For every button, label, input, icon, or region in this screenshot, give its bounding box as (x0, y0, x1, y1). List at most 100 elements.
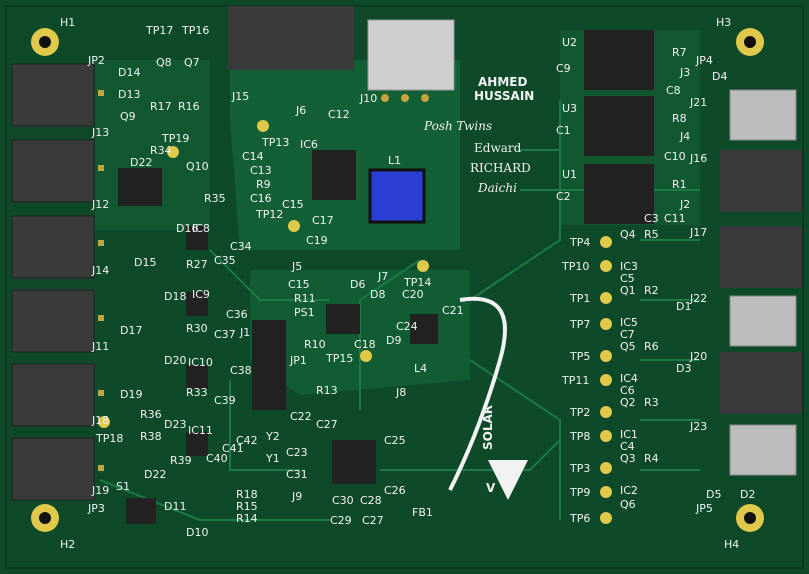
label-jp4: JP4 (695, 54, 713, 67)
label-c34: C34 (230, 240, 252, 253)
label-q2: Q2 (620, 396, 636, 409)
label-j17: J17 (689, 226, 707, 239)
label-c35: C35 (214, 254, 236, 267)
label-c39: C39 (214, 394, 236, 407)
label-j12: J12 (91, 198, 109, 211)
label-j1: J1 (239, 326, 250, 339)
label-q3: Q3 (620, 452, 636, 465)
label-ic4: IC4 (620, 372, 638, 385)
label-h3: H3 (716, 16, 731, 29)
label-j22: J22 (689, 292, 707, 305)
label-d22a: D22 (130, 156, 152, 169)
label-d17: D17 (120, 324, 142, 337)
label-j15: J15 (231, 90, 249, 103)
label-r27: R27 (186, 258, 208, 271)
label-j13: J13 (91, 126, 109, 139)
label-d8: D8 (370, 288, 385, 301)
test-points (98, 120, 612, 524)
label-tp4: TP4 (569, 236, 590, 249)
label-r3: R3 (644, 396, 659, 409)
label-c22: C22 (290, 410, 312, 423)
credit-logo-line2: HUSSAIN (474, 89, 534, 103)
label-tp19: TP19 (161, 132, 189, 145)
label-tp18: TP18 (95, 432, 123, 445)
label-u2: U2 (562, 36, 577, 49)
label-r39: R39 (170, 454, 192, 467)
dip-sockets (584, 30, 654, 224)
label-c31: C31 (286, 468, 308, 481)
label-d9: D9 (386, 334, 401, 347)
label-q10: Q10 (186, 160, 209, 173)
label-ic9: IC9 (192, 288, 210, 301)
label-r38: R38 (140, 430, 162, 443)
connector-j15 (228, 6, 354, 70)
label-jp1: JP1 (289, 354, 307, 367)
label-r17: R17 (150, 100, 172, 113)
label-r35: R35 (204, 192, 226, 205)
label-ic6: IC6 (300, 138, 318, 151)
label-q8: Q8 (156, 56, 172, 69)
label-c30: C30 (332, 494, 354, 507)
label-r13: R13 (316, 384, 338, 397)
label-r34: R34 (150, 144, 172, 157)
label-tp7: TP7 (569, 318, 590, 331)
mounting-hole-h2 (31, 504, 59, 532)
label-c27: C27 (316, 418, 338, 431)
label-c18: C18 (354, 338, 376, 351)
label-tp9: TP9 (569, 486, 590, 499)
label-c29: C29 (330, 514, 352, 527)
label-c10: C10 (664, 150, 686, 163)
label-r2: R2 (644, 284, 659, 297)
label-c27b: C27 (362, 514, 384, 527)
label-c40: C40 (206, 452, 228, 465)
label-r36: R36 (140, 408, 162, 421)
connector-j10 (367, 19, 455, 102)
label-j18: J18 (91, 414, 109, 427)
label-c23: C23 (286, 446, 308, 459)
label-r9: R9 (256, 178, 271, 191)
label-c17: C17 (312, 214, 334, 227)
label-tp2: TP2 (569, 406, 590, 419)
brand-solar: SOLAR (481, 405, 495, 450)
label-ic1: IC1 (620, 428, 638, 441)
label-d2: D2 (740, 488, 755, 501)
label-h1: H1 (60, 16, 75, 29)
label-h4: H4 (724, 538, 739, 551)
credit-script1: Posh Twins (423, 119, 492, 133)
label-c2: C2 (556, 190, 571, 203)
trace-group (99, 100, 700, 521)
label-l4: L4 (414, 362, 427, 375)
label-fb1: FB1 (412, 506, 433, 519)
label-d1: D1 (676, 300, 691, 313)
label-d4: D4 (712, 70, 727, 83)
label-c12: C12 (328, 108, 350, 121)
label-tp6: TP6 (569, 512, 590, 525)
silkscreen-labels: H1 H2 H3 H4 JP2 JP3 JP4 JP5 TP17 TP16 Q8… (60, 16, 755, 551)
label-q1: Q1 (620, 284, 636, 297)
label-tp8: TP8 (569, 430, 590, 443)
label-r4: R4 (644, 452, 659, 465)
label-c6: C6 (620, 384, 635, 397)
label-r7: R7 (672, 46, 687, 59)
label-q7: Q7 (184, 56, 200, 69)
label-c1: C1 (556, 124, 571, 137)
solar-brand-graphic (448, 296, 528, 500)
label-c11: C11 (664, 212, 686, 225)
label-ic2: IC2 (620, 484, 638, 497)
label-tp13: TP13 (261, 136, 289, 149)
left-connector-pins (98, 90, 104, 471)
label-c20: C20 (402, 288, 424, 301)
label-h2: H2 (60, 538, 75, 551)
label-u1: U1 (562, 168, 577, 181)
label-d14: D14 (118, 66, 140, 79)
label-c3: C3 (644, 212, 659, 225)
label-y2: Y2 (265, 430, 280, 443)
label-j6: J6 (295, 104, 306, 117)
label-j16: J16 (689, 152, 707, 165)
label-j14: J14 (91, 264, 109, 277)
label-r16: R16 (178, 100, 200, 113)
label-j19: J19 (91, 484, 109, 497)
label-j8: J8 (395, 386, 406, 399)
label-u3: U3 (562, 102, 577, 115)
